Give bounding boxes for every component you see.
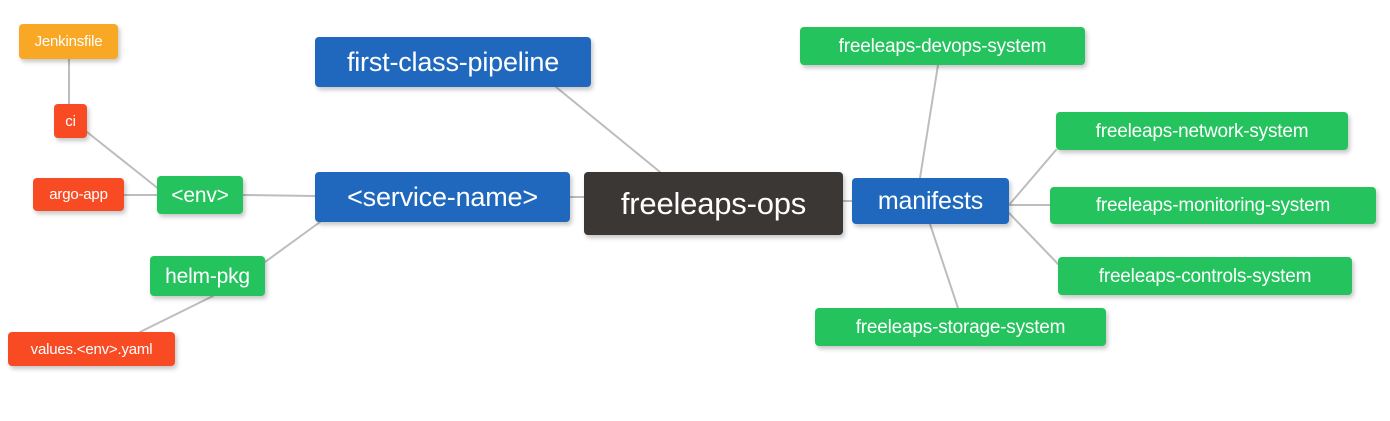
- edge-first-class-pipeline-to-freeleaps-ops: [555, 86, 661, 173]
- node-label: freeleaps-network-system: [1095, 120, 1309, 142]
- edge-manifests-to-storage-system: [929, 223, 959, 309]
- node-label: <service-name>: [347, 181, 538, 212]
- edge-service-name-to-helm-pkg: [264, 221, 321, 263]
- edge-helm-pkg-to-values-yaml: [139, 295, 214, 333]
- node-label: manifests: [877, 186, 984, 215]
- node-first-class-pipeline[interactable]: first-class-pipeline: [315, 37, 591, 87]
- node-storage-system[interactable]: freeleaps-storage-system: [815, 308, 1106, 346]
- node-network-system[interactable]: freeleaps-network-system: [1056, 112, 1348, 150]
- node-label: first-class-pipeline: [346, 46, 560, 77]
- node-label: freeleaps-ops: [620, 186, 807, 221]
- node-label: freeleaps-monitoring-system: [1095, 195, 1331, 216]
- node-label: freeleaps-storage-system: [855, 316, 1066, 338]
- node-manifests[interactable]: manifests: [852, 178, 1009, 224]
- edge-env-to-service-name: [242, 194, 316, 197]
- node-service-name[interactable]: <service-name>: [315, 172, 570, 222]
- node-freeleaps-ops[interactable]: freeleaps-ops: [584, 172, 843, 235]
- node-label: ci: [65, 112, 76, 130]
- node-ci[interactable]: ci: [54, 104, 87, 138]
- node-label: freeleaps-controls-system: [1098, 265, 1312, 287]
- node-env[interactable]: <env>: [157, 176, 243, 214]
- node-devops-system[interactable]: freeleaps-devops-system: [800, 27, 1085, 65]
- node-label: helm-pkg: [165, 264, 250, 288]
- node-values-yaml[interactable]: values.<env>.yaml: [8, 332, 175, 366]
- node-label: Jenkinsfile: [34, 33, 103, 50]
- node-monitoring-system[interactable]: freeleaps-monitoring-system: [1050, 187, 1376, 224]
- node-label: <env>: [171, 183, 229, 207]
- node-label: argo-app: [49, 186, 108, 203]
- edge-manifests-to-devops-system: [919, 64, 939, 179]
- node-helm-pkg[interactable]: helm-pkg: [150, 256, 265, 296]
- node-controls-system[interactable]: freeleaps-controls-system: [1058, 257, 1352, 295]
- node-label: freeleaps-devops-system: [838, 35, 1047, 57]
- node-label: values.<env>.yaml: [30, 340, 153, 358]
- edge-manifests-to-network-system: [1008, 149, 1057, 206]
- node-argo-app[interactable]: argo-app: [33, 178, 124, 211]
- node-jenkinsfile[interactable]: Jenkinsfile: [19, 24, 118, 59]
